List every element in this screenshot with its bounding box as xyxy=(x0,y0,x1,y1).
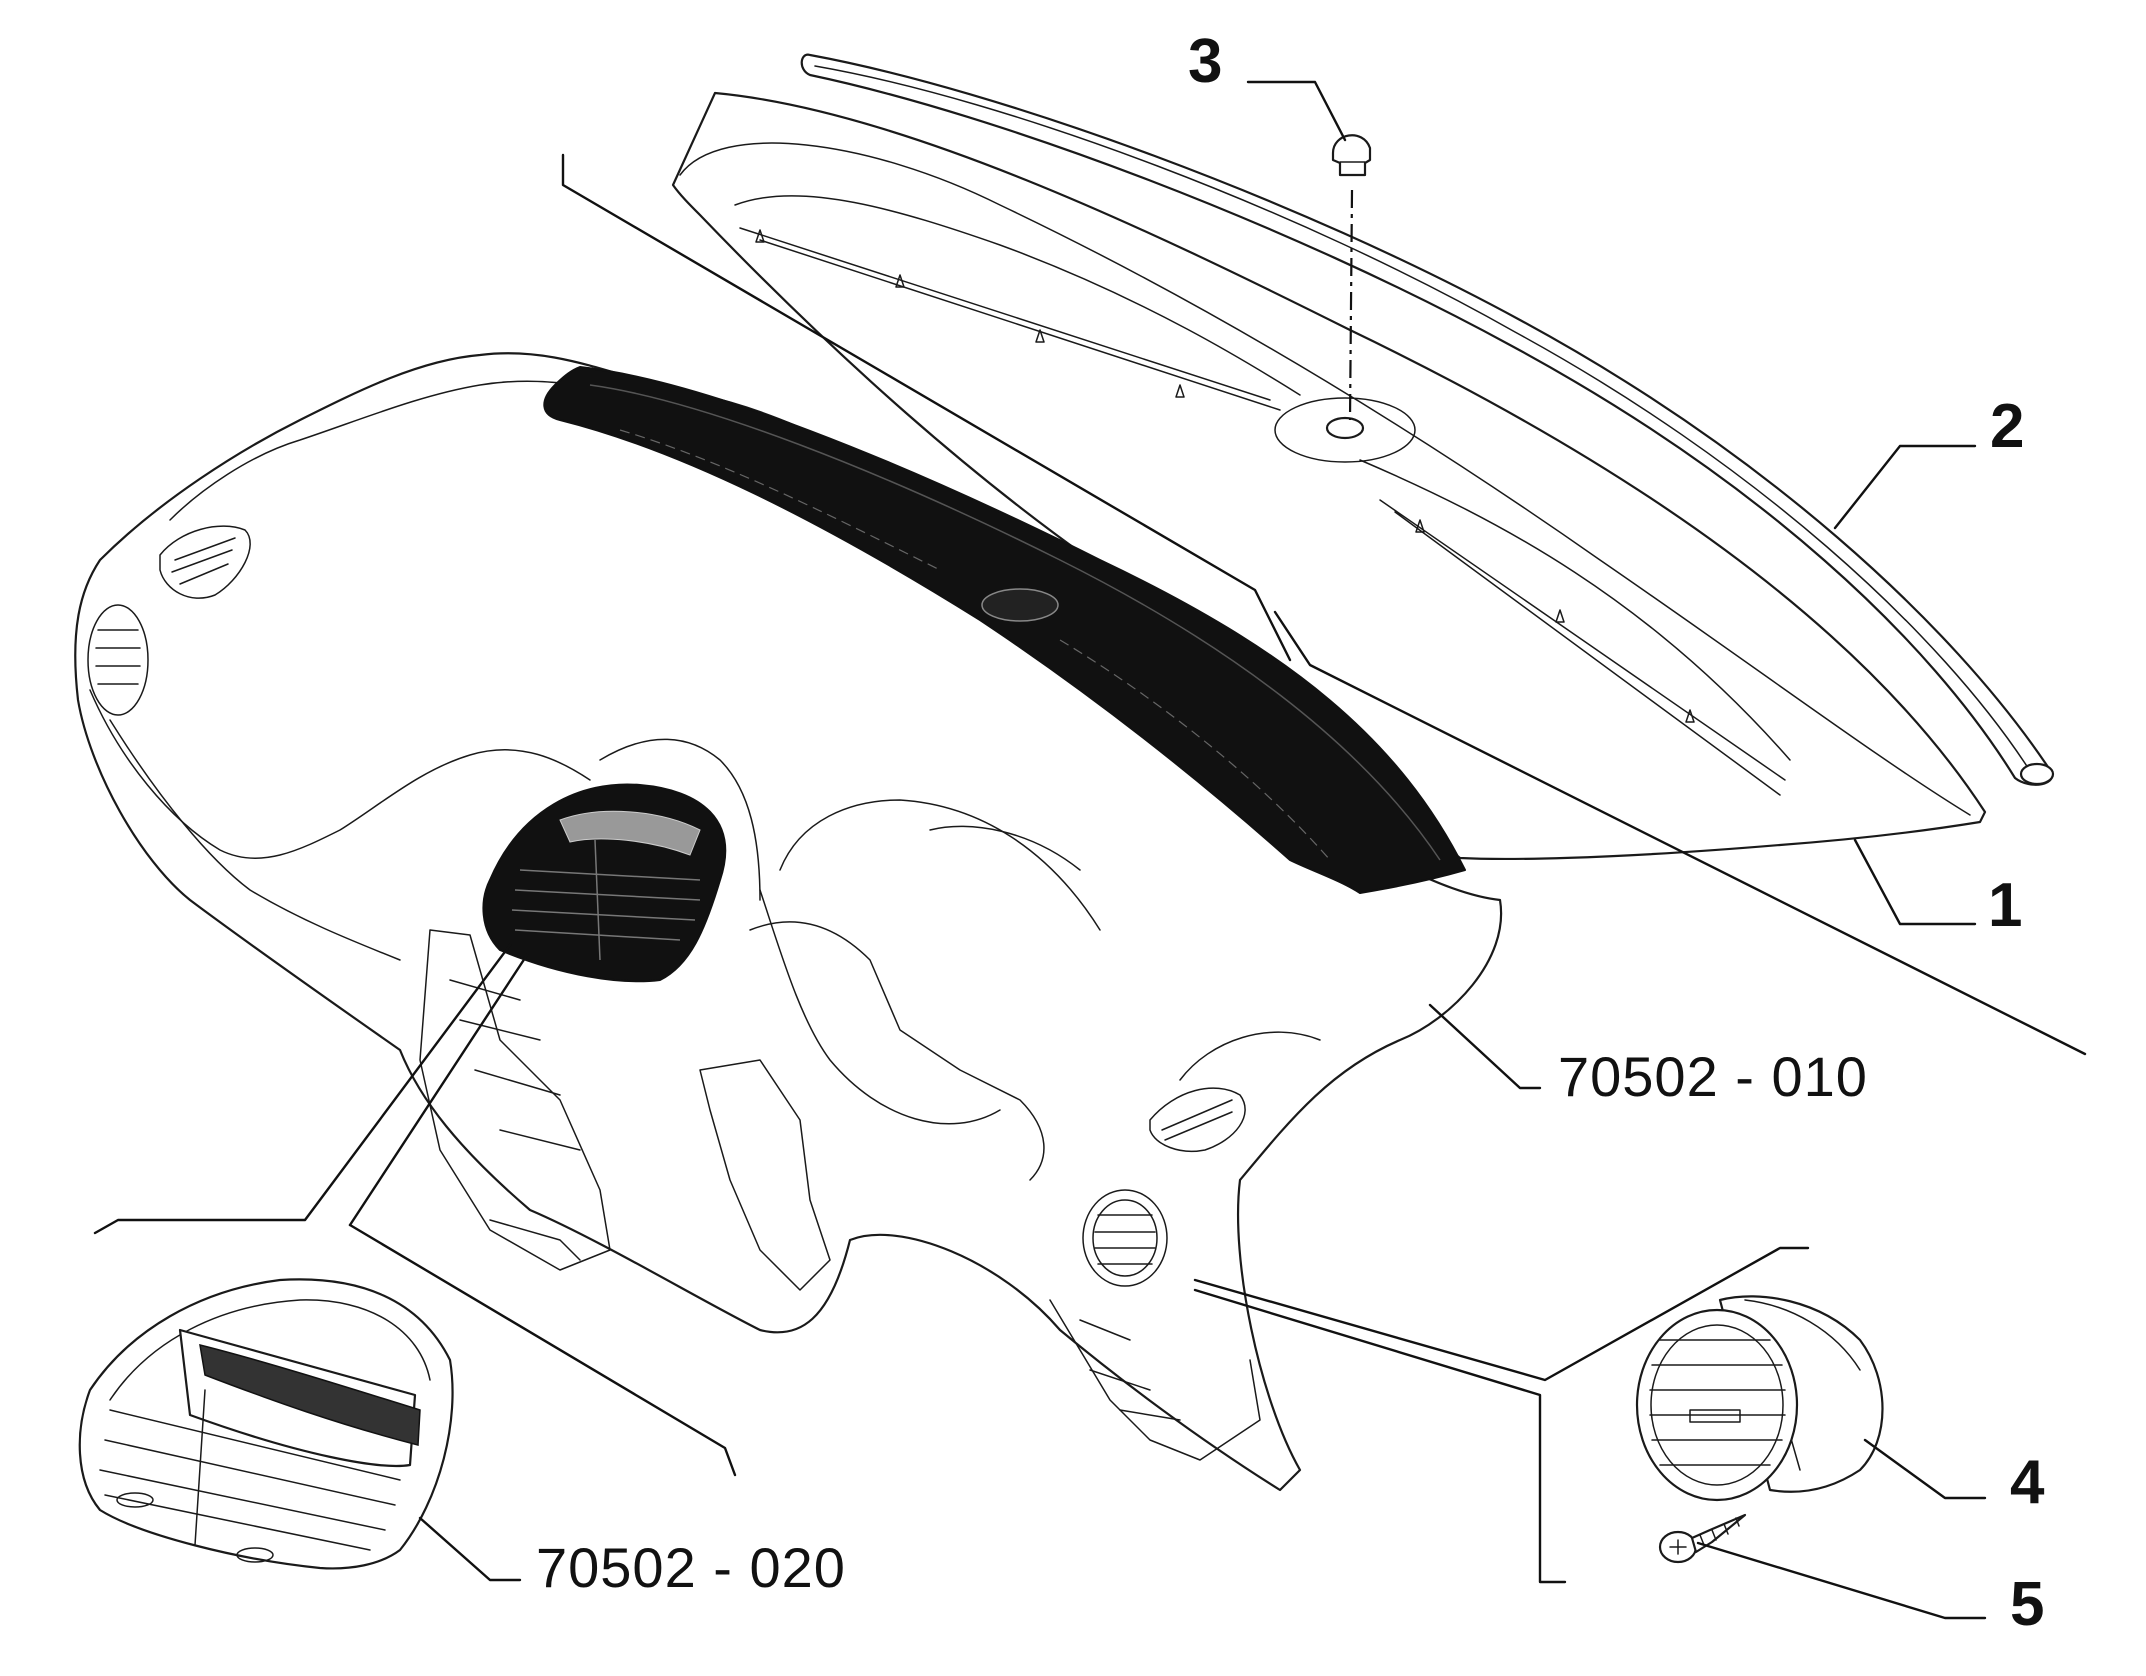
mounting-screw xyxy=(1658,1513,1747,1564)
part-number-center-vent: 70502 - 020 xyxy=(536,1536,846,1599)
callout-2: 2 xyxy=(1990,392,2024,461)
center-vent-detached xyxy=(78,1278,454,1570)
callout-5: 5 xyxy=(2010,1570,2044,1639)
dashboard-top-cover xyxy=(543,366,1466,894)
center-vent-installed xyxy=(482,783,727,983)
callout-4: 4 xyxy=(2010,1448,2045,1517)
windshield-seal-strip xyxy=(800,53,2055,786)
part-number-dashboard: 70502 - 010 xyxy=(1558,1045,1868,1108)
callout-labels: 3 2 1 4 5 70502 - 010 70502 - 020 xyxy=(536,27,2045,1639)
callout-1: 1 xyxy=(1988,871,2022,940)
leader-lines xyxy=(93,80,2087,1620)
upper-trim-panel xyxy=(671,91,1987,861)
retaining-clip xyxy=(1331,134,1372,421)
side-round-vent xyxy=(1635,1295,1884,1502)
callout-3: 3 xyxy=(1188,27,1222,96)
